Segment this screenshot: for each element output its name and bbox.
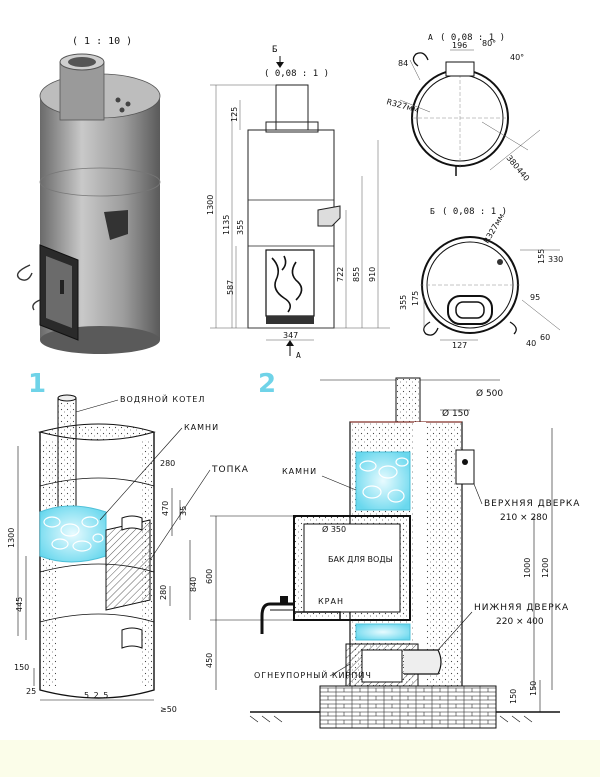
front-view-letter: Б bbox=[272, 45, 277, 55]
dim-front-125: 125 bbox=[230, 107, 239, 122]
dim-fig2-flue-150: Ø 150 bbox=[442, 408, 469, 419]
label-water-tank: БАК ДЛЯ ВОДЫ bbox=[328, 555, 393, 564]
label-tap: КРАН bbox=[318, 597, 344, 606]
label-upper-door-size: 210 × 280 bbox=[500, 513, 548, 523]
dim-fig2-150-a: 150 bbox=[529, 681, 538, 696]
dim-plan-355: 355 bbox=[399, 295, 408, 310]
tank-diameter: Ø 350 bbox=[322, 524, 346, 534]
dim-fig2-chimney-500: Ø 500 bbox=[476, 388, 503, 399]
dim-top-radius: R327мм bbox=[385, 97, 419, 114]
dim-top-40deg: 40° bbox=[510, 53, 524, 62]
plan-view-letter: Б bbox=[430, 207, 435, 216]
top-view-letter: А bbox=[428, 33, 433, 42]
dim-plan-175: 175 bbox=[411, 291, 420, 306]
label-lower-door: НИЖНЯЯ ДВЕРКА bbox=[474, 603, 569, 613]
label-water-boiler: ВОДЯНОЙ КОТЕЛ bbox=[120, 393, 205, 404]
dim-top-440: 440 bbox=[514, 166, 531, 183]
dim-fig2-600: 600 bbox=[205, 569, 214, 584]
dim-front-1135: 1135 bbox=[222, 215, 231, 235]
dim-fig1-25: 25 bbox=[26, 687, 36, 696]
dim-fig1-840: 840 bbox=[189, 577, 198, 592]
dim-front-722: 722 bbox=[336, 267, 345, 282]
dim-plan-127: 127 bbox=[452, 341, 467, 350]
dim-front-355: 355 bbox=[236, 220, 245, 235]
dim-top-84: 84 bbox=[398, 59, 408, 68]
front-scale: ( 0,08 : 1 ) bbox=[264, 69, 329, 79]
top-view-a: А ( 0,08 : 1 ) 84 196 80° 40° 380 440 R3… bbox=[385, 33, 541, 183]
top-scale: ( 0,08 : 1 ) bbox=[440, 33, 505, 43]
dim-plan-155: 155 bbox=[537, 249, 546, 264]
dim-plan-40: 40 bbox=[526, 339, 536, 348]
label-firebox: ТОПКА bbox=[211, 465, 249, 475]
dim-top-80deg: 80° bbox=[482, 39, 496, 48]
dim-front-1300: 1300 bbox=[206, 195, 215, 215]
label-stones-1: КАМНИ bbox=[184, 423, 219, 432]
plan-view-b: Б ( 0,08 : 1 ) R327мм 155 330 355 175 95… bbox=[399, 207, 563, 350]
bottom-margin-band bbox=[0, 740, 600, 777]
front-elevation-view: Б ( 0,08 : 1 ) 1300 1135 125 5 bbox=[206, 45, 390, 360]
dim-fig2-150-b: 150 bbox=[509, 689, 518, 704]
label-lower-door-size: 220 × 400 bbox=[496, 617, 544, 627]
dim-fig1-470: 470 bbox=[161, 501, 170, 516]
dim-fig1-445: 445 bbox=[15, 597, 24, 612]
figure-2-section: 2 КАМНИ bbox=[205, 369, 580, 729]
label-stones-2: КАМНИ bbox=[282, 467, 317, 476]
dim-fig2-1200: 1200 bbox=[541, 558, 550, 578]
dim-plan-95: 95 bbox=[530, 293, 540, 302]
iso-scale: ( 1 : 10 ) bbox=[72, 36, 132, 47]
dim-fig1-150: 150 bbox=[14, 663, 29, 672]
dim-fig1-35: 35 bbox=[179, 506, 188, 516]
dim-fig1-50: ≥50 bbox=[160, 705, 177, 714]
dim-fig2-450: 450 bbox=[205, 653, 214, 668]
figure-1-number: 1 bbox=[28, 369, 46, 399]
dim-fig1-525: 5 2 5 bbox=[84, 691, 109, 700]
dim-fig2-1000: 1000 bbox=[523, 558, 532, 578]
dim-fig1-280-low: 280 bbox=[159, 585, 168, 600]
dim-front-855: 855 bbox=[352, 267, 361, 282]
figure-2-number: 2 bbox=[258, 369, 276, 399]
figure-1-cutaway: 1 ВОДЯНОЙ КОТЕЛ КАМНИ ТОПКА bbox=[7, 369, 249, 714]
label-refractory-brick: ОГНЕУПОРНЫЙ КИРПИЧ bbox=[254, 669, 372, 680]
dim-plan-60: 60 bbox=[540, 333, 550, 342]
dim-fig1-280-top: 280 bbox=[160, 459, 175, 468]
dim-plan-330: 330 bbox=[548, 255, 563, 264]
iso-stove-view: ( 1 : 10 ) bbox=[16, 36, 161, 354]
dim-front-587: 587 bbox=[226, 280, 235, 295]
plan-scale: ( 0,08 : 1 ) bbox=[442, 207, 507, 217]
dim-front-910: 910 bbox=[368, 267, 377, 282]
label-upper-door: ВЕРХНЯЯ ДВЕРКА bbox=[484, 499, 580, 509]
front-section-arrow: А bbox=[296, 351, 301, 360]
dim-front-347: 347 bbox=[283, 331, 298, 340]
dim-top-196: 196 bbox=[452, 41, 467, 50]
dim-fig1-1300: 1300 bbox=[7, 528, 16, 548]
